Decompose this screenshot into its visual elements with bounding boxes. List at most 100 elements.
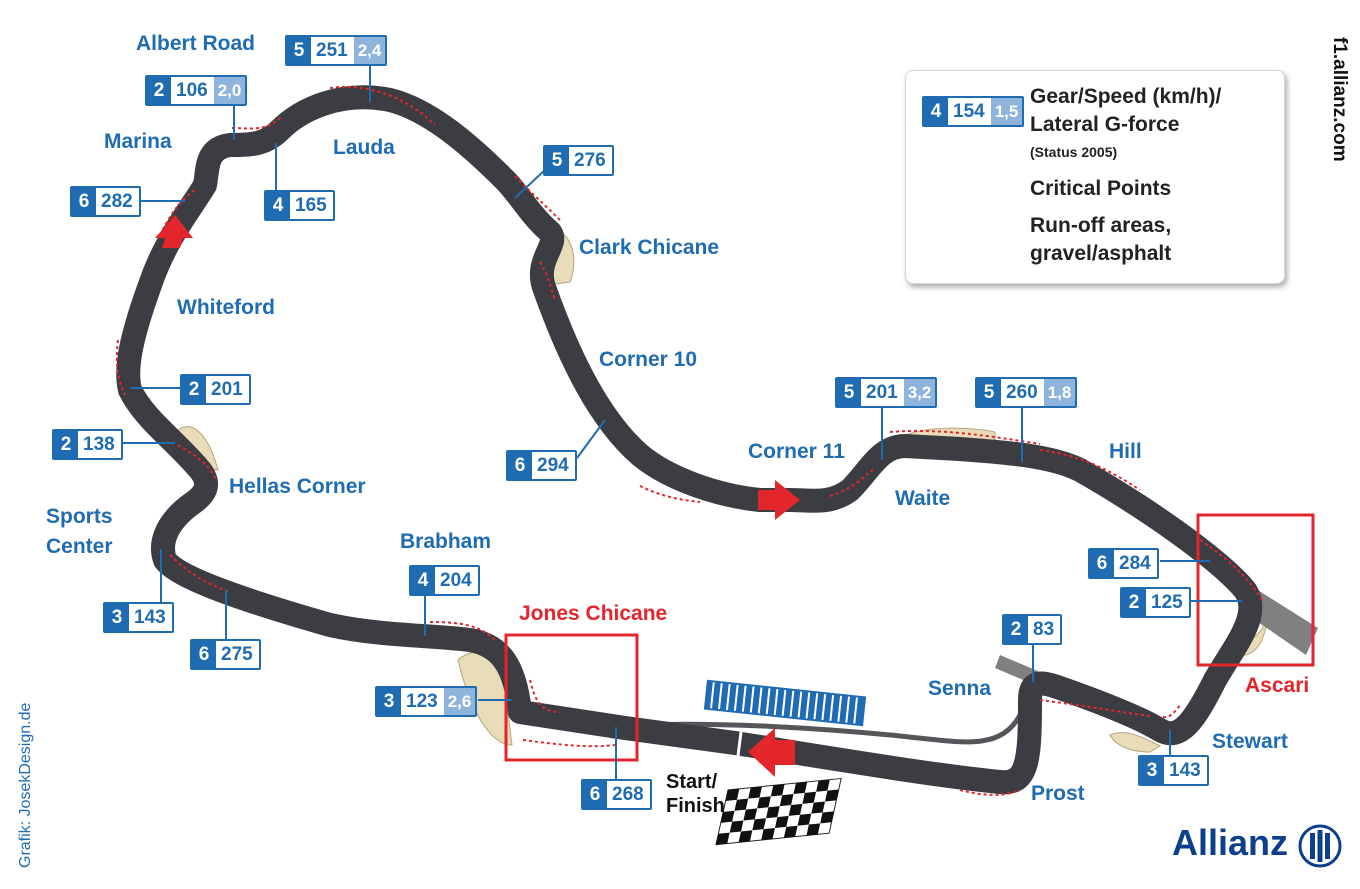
- legend-status: (Status 2005): [1030, 144, 1118, 160]
- badge-speed: 268: [612, 784, 644, 805]
- corner-hellas: Hellas Corner: [229, 475, 366, 498]
- badge-speed: 123: [406, 691, 438, 712]
- badge-gear: 5: [837, 379, 861, 406]
- corner-corner-10: Corner 10: [599, 348, 698, 371]
- start-line: [736, 731, 743, 757]
- leader-lines: [122, 64, 1242, 780]
- badge-gear: 5: [977, 379, 1001, 406]
- badge-speed: 275: [221, 644, 253, 665]
- corner-lauda: Lauda: [333, 136, 395, 159]
- badge-speed: 260: [1006, 382, 1038, 403]
- badge-gear: 2: [147, 77, 171, 104]
- badge-gear: 6: [583, 781, 607, 808]
- badge-gear: 3: [105, 604, 129, 631]
- badge-speed: 294: [537, 455, 569, 476]
- badge-gear: 6: [192, 641, 216, 668]
- corner-jones-chicane: Jones Chicane: [519, 602, 668, 625]
- critical-box-ascari: [1196, 513, 1315, 667]
- critical-box-jones: [504, 633, 639, 762]
- badge-speed: 284: [1119, 553, 1151, 574]
- badge-gear: 4: [411, 567, 435, 594]
- badge-speed: 165: [295, 195, 327, 216]
- corner-corner-11: Corner 11: [748, 440, 845, 463]
- badge-gear: 2: [1122, 589, 1146, 616]
- badge-speed: 204: [440, 570, 472, 591]
- corner-brabham: Brabham: [400, 530, 492, 553]
- start-finish-label: Start/ Finish: [666, 771, 725, 817]
- badge-speed: 143: [134, 607, 166, 628]
- badge-lateral: 2,0: [213, 77, 246, 104]
- grandstand: [703, 679, 867, 727]
- brand-name: Allianz: [1172, 822, 1289, 863]
- corner-albert-road: Albert Road: [136, 32, 256, 55]
- badge-lateral: 1,8: [1043, 379, 1076, 406]
- badge-lateral: 3,2: [903, 379, 936, 406]
- pit-lane: [639, 713, 1023, 745]
- runoff-hellas: [177, 426, 219, 471]
- corner-senna: Senna: [928, 677, 992, 700]
- badge-speed: 282: [101, 191, 133, 212]
- badge-speed: 143: [1169, 760, 1201, 781]
- badge-gear: 5: [287, 37, 311, 64]
- badge-lateral: 2,6: [443, 688, 476, 715]
- legend-runoff: Run-off areas,: [1030, 214, 1172, 237]
- badge-gear: 6: [508, 452, 532, 479]
- badge-gear: 3: [377, 688, 401, 715]
- badge-speed: 154: [953, 101, 985, 122]
- legend-runoff-types: gravel/asphalt: [1030, 242, 1172, 265]
- badge-gear: 3: [1140, 757, 1164, 784]
- corner-sports-center: Sports Center: [46, 505, 113, 558]
- badge-speed: 138: [83, 434, 115, 455]
- graphic-credit: Grafik: JosekDesign.de: [17, 702, 34, 868]
- corner-waite: Waite: [895, 487, 951, 510]
- runoff-stewart: [1109, 732, 1162, 753]
- badge-gear: 2: [1004, 616, 1028, 643]
- badge-speed: 83: [1033, 619, 1055, 640]
- corner-marina: Marina: [104, 130, 172, 153]
- badge-gear: 4: [266, 192, 290, 219]
- legend-gear-speed: Gear/Speed (km/h)/: [1030, 85, 1222, 108]
- direction-arrow-icon: [758, 480, 800, 520]
- badge-gear: 2: [54, 431, 78, 458]
- badge-gear: 6: [1090, 550, 1114, 577]
- corner-ascari: Ascari: [1245, 674, 1310, 697]
- badge-speed: 201: [211, 379, 243, 400]
- badge-lateral: 2,4: [353, 37, 386, 64]
- corner-whiteford: Whiteford: [177, 296, 275, 319]
- circuit-path: [116, 85, 1263, 795]
- badge-speed: 106: [176, 80, 208, 101]
- badge-speed: 201: [866, 382, 898, 403]
- corner-stewart: Stewart: [1212, 730, 1288, 753]
- allianz-logo-icon: [1298, 824, 1342, 868]
- direction-arrow-icon: [748, 728, 795, 777]
- badge-gear: 2: [182, 376, 206, 403]
- corner-clark-chicane: Clark Chicane: [579, 236, 720, 259]
- legend-lateral: Lateral G-force: [1030, 113, 1180, 136]
- checkered-flag-icon: [715, 777, 842, 846]
- badge-speed: 251: [316, 40, 348, 61]
- badge-lateral: 1,5: [990, 98, 1023, 125]
- site-url: f1.allianz.com: [1329, 37, 1350, 162]
